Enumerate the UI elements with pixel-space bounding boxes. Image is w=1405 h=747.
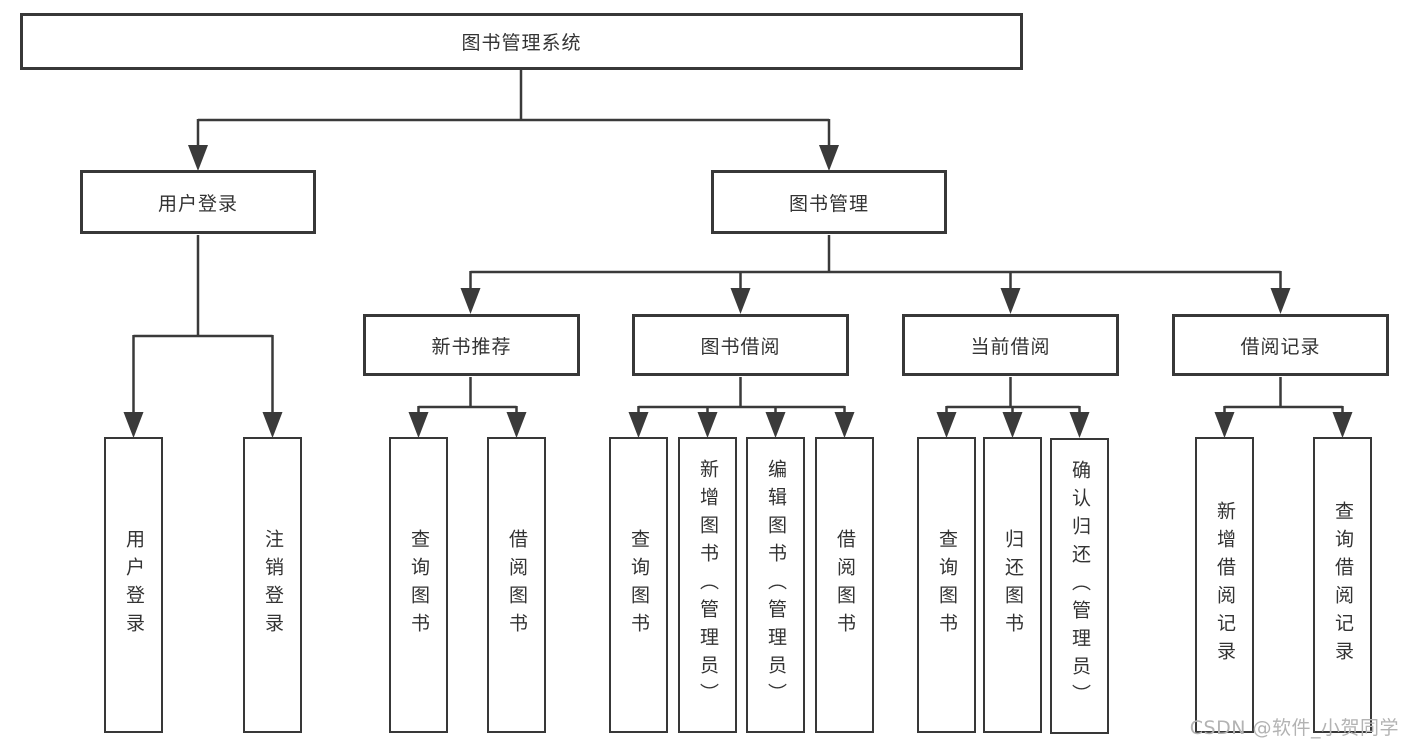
leaf-cb-return-book: 归还图书 (983, 437, 1042, 733)
node-current-borrow: 当前借阅 (902, 314, 1119, 376)
leaf-nbr-borrow-book: 借阅图书 (487, 437, 546, 733)
leaf-bb-edit-book-admin: 编辑图书（管理员） (746, 437, 805, 733)
node-root: 图书管理系统 (20, 13, 1023, 70)
leaf-bb-edit-book-admin-label: 编辑图书（管理员） (765, 459, 787, 711)
node-book-management-label: 图书管理 (788, 192, 869, 215)
node-borrow-records-label: 借阅记录 (1240, 335, 1321, 358)
leaf-cb-return-book-label: 归还图书 (1002, 529, 1024, 641)
leaf-cb-confirm-return-admin-label: 确认归还（管理员） (1069, 460, 1091, 712)
node-user-login-label: 用户登录 (157, 192, 238, 215)
leaf-nbr-borrow-book-label: 借阅图书 (506, 529, 528, 641)
node-borrow-records: 借阅记录 (1172, 314, 1389, 376)
leaf-logout: 注销登录 (243, 437, 302, 733)
arrowheads (123, 145, 1353, 438)
leaf-bb-add-book-admin-label: 新增图书（管理员） (697, 459, 719, 711)
leaf-bb-query-book: 查询图书 (609, 437, 668, 733)
leaf-logout-label: 注销登录 (262, 529, 284, 641)
tree-edges (132, 70, 1344, 413)
node-book-borrow: 图书借阅 (632, 314, 849, 376)
leaf-user-login: 用户登录 (104, 437, 163, 733)
leaf-bb-add-book-admin: 新增图书（管理员） (678, 437, 737, 733)
node-book-management: 图书管理 (711, 170, 947, 234)
leaf-br-query-record-label: 查询借阅记录 (1332, 501, 1354, 669)
leaf-nbr-query-book: 查询图书 (389, 437, 448, 733)
leaf-cb-query-book: 查询图书 (917, 437, 976, 733)
node-new-book-recommend-label: 新书推荐 (431, 335, 512, 358)
leaf-user-login-label: 用户登录 (123, 529, 145, 641)
node-root-label: 图书管理系统 (461, 32, 582, 54)
node-user-login: 用户登录 (80, 170, 316, 234)
leaf-bb-query-book-label: 查询图书 (628, 529, 650, 641)
leaf-br-query-record: 查询借阅记录 (1313, 437, 1372, 733)
leaf-cb-confirm-return-admin: 确认归还（管理员） (1050, 438, 1109, 734)
leaf-bb-borrow-book: 借阅图书 (815, 437, 874, 733)
leaf-br-add-record: 新增借阅记录 (1195, 437, 1254, 733)
node-new-book-recommend: 新书推荐 (363, 314, 580, 376)
node-book-borrow-label: 图书借阅 (700, 335, 781, 358)
leaf-nbr-query-book-label: 查询图书 (408, 529, 430, 641)
watermark: CSDN @软件_小贺同学 (1189, 717, 1399, 739)
node-current-borrow-label: 当前借阅 (970, 335, 1051, 358)
leaf-cb-query-book-label: 查询图书 (936, 529, 958, 641)
leaf-bb-borrow-book-label: 借阅图书 (834, 529, 856, 641)
leaf-br-add-record-label: 新增借阅记录 (1214, 501, 1236, 669)
